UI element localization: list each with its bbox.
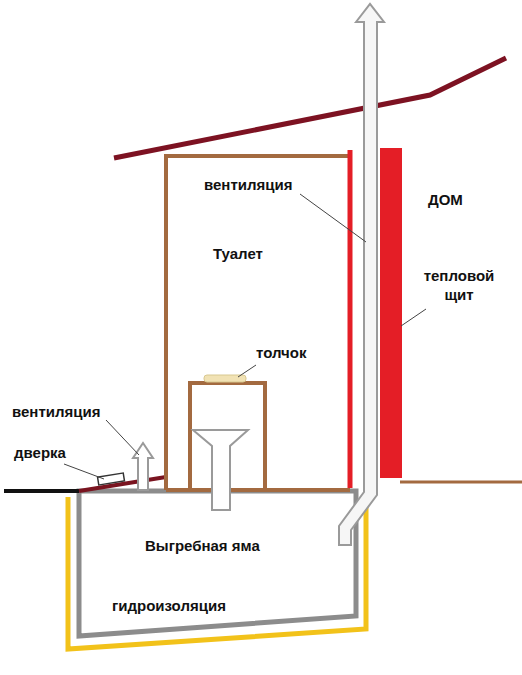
- house-floor: [400, 481, 522, 484]
- pit-vent-pipe: [133, 443, 153, 490]
- leader-line: [300, 194, 366, 242]
- door-handle: [98, 473, 125, 485]
- label-holder: дверка: [14, 443, 66, 462]
- roof: [114, 58, 506, 158]
- vent-pipe: [339, 4, 384, 545]
- leader-line: [106, 420, 139, 455]
- vent-label: вентиляция: [204, 175, 292, 194]
- leader-line: [64, 464, 104, 479]
- cesspit: Выгребная яма: [82, 494, 354, 612]
- vent-label: вентиляция: [12, 402, 100, 421]
- leader-line: [238, 365, 256, 377]
- leader-line: [401, 309, 426, 326]
- door-label: дверка: [14, 443, 66, 462]
- thermal-shield: [380, 148, 402, 478]
- pit-wall: [79, 491, 356, 636]
- seat-label: толчок: [256, 343, 306, 362]
- node-title: Туалет: [213, 244, 263, 263]
- shield-label: тепловой щит: [416, 266, 502, 304]
- toilet-room: Туалет: [168, 158, 348, 488]
- label-holder: толчок: [256, 343, 306, 362]
- label-holder: тепловой щит: [416, 266, 502, 304]
- waterproofing-label: гидроизоляция: [112, 596, 226, 615]
- node-title: Выгребная яма: [145, 536, 260, 555]
- red-wall: [348, 150, 353, 488]
- label-holder: гидроизоляция: [112, 596, 226, 615]
- toilet-floor: [166, 488, 350, 492]
- toilet-wall: [166, 156, 350, 490]
- label-holder: вентиляция: [204, 175, 292, 194]
- label-holder: вентиляция: [12, 402, 100, 421]
- house-label: ДОМ: [428, 190, 463, 209]
- ground-line: [4, 489, 79, 493]
- label-holder: ДОМ: [428, 190, 463, 209]
- funnel: [193, 430, 248, 510]
